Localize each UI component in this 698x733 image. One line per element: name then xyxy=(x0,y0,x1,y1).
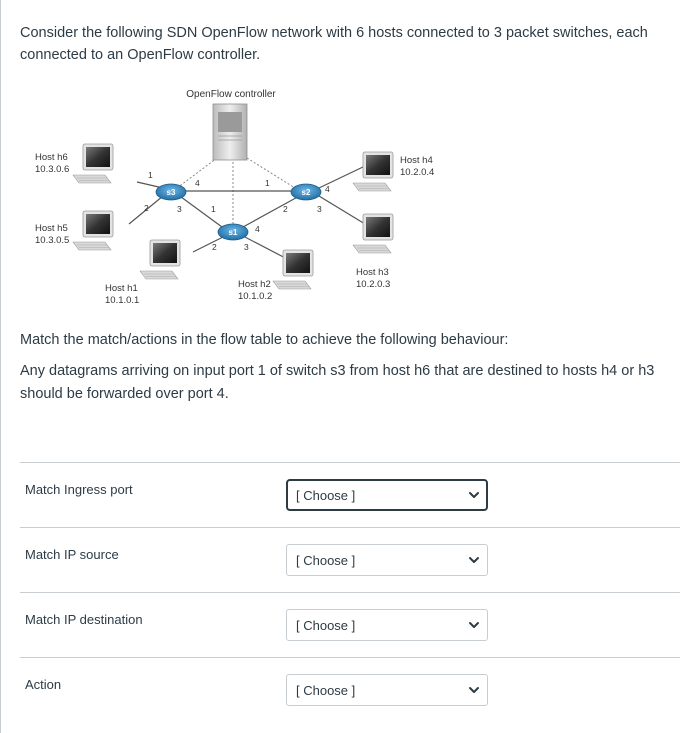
host-h2-ip: 10.1.0.2 xyxy=(238,291,272,302)
s2-port-1: 1 xyxy=(265,178,270,188)
ip-source-select[interactable]: [ Choose ] xyxy=(286,544,488,576)
host-h3-ip: 10.2.0.3 xyxy=(356,279,390,290)
s1-port-3: 3 xyxy=(244,242,249,252)
match-row-ip-source: Match IP source [ Choose ] xyxy=(20,527,680,592)
left-border xyxy=(0,0,1,733)
port-numbers: 1 2 3 4 1 2 3 4 1 2 3 4 xyxy=(144,170,330,252)
host-h1-computer-icon xyxy=(139,239,181,280)
chevron-down-icon xyxy=(469,557,479,563)
s1-port-1: 1 xyxy=(211,204,216,214)
s2-port-4: 4 xyxy=(325,184,330,194)
match-row-action: Action [ Choose ] xyxy=(20,657,680,722)
host-h5-computer-icon xyxy=(72,210,114,251)
ip-destination-select[interactable]: [ Choose ] xyxy=(286,609,488,641)
host-h1-ip: 10.1.0.1 xyxy=(105,295,139,306)
match-label: Action xyxy=(25,677,62,692)
switch-s3: s3 xyxy=(155,183,187,201)
host-h6-name: Host h6 xyxy=(35,152,68,163)
controller-links xyxy=(176,157,296,227)
match-label: Match IP destination xyxy=(25,612,143,627)
host-h6-ip: 10.3.0.6 xyxy=(35,164,69,175)
question-text: Consider the following SDN OpenFlow netw… xyxy=(20,25,648,63)
match-table: Match Ingress port [ Choose ] Match IP s… xyxy=(20,462,680,722)
select-value: [ Choose ] xyxy=(296,683,356,698)
s2-port-2: 2 xyxy=(283,204,288,214)
host-h2-computer-icon xyxy=(272,249,314,290)
switch-s1-label: s1 xyxy=(229,228,238,237)
behaviour-description: Any datagrams arriving on input port 1 o… xyxy=(20,363,655,402)
host-h3-name: Host h3 xyxy=(356,267,389,278)
match-label: Match Ingress port xyxy=(25,482,133,497)
switch-s2-label: s2 xyxy=(302,188,311,197)
s1-port-4: 4 xyxy=(255,224,260,234)
switch-s3-label: s3 xyxy=(167,188,176,197)
host-h6-computer-icon xyxy=(72,143,114,184)
match-row-ip-destination: Match IP destination [ Choose ] xyxy=(20,592,680,657)
action-select[interactable]: [ Choose ] xyxy=(286,674,488,706)
s3-port-2: 2 xyxy=(144,203,149,213)
switch-s2: s2 xyxy=(290,183,322,201)
s2-port-3: 3 xyxy=(317,204,322,214)
host-h4-name: Host h4 xyxy=(400,155,433,166)
chevron-down-icon xyxy=(469,622,479,628)
s3-port-1: 1 xyxy=(148,170,153,180)
chevron-down-icon xyxy=(469,492,479,498)
s3-port-3: 3 xyxy=(177,204,182,214)
host-h5-ip: 10.3.0.5 xyxy=(35,235,69,246)
host-h1-name: Host h1 xyxy=(105,283,138,294)
s1-port-2: 2 xyxy=(212,242,217,252)
match-instructions: Match the match/actions in the flow tabl… xyxy=(20,332,509,348)
host-h4-computer-icon xyxy=(352,151,394,192)
ingress-port-select[interactable]: [ Choose ] xyxy=(286,479,488,511)
chevron-down-icon xyxy=(469,687,479,693)
host-h2-name: Host h2 xyxy=(238,279,271,290)
match-label: Match IP source xyxy=(25,547,119,562)
select-value: [ Choose ] xyxy=(296,488,356,503)
s3-port-4: 4 xyxy=(195,178,200,188)
host-h5-name: Host h5 xyxy=(35,223,68,234)
match-row-ingress-port: Match Ingress port [ Choose ] xyxy=(20,462,680,527)
server-icon xyxy=(212,103,248,161)
switch-s1: s1 xyxy=(217,223,249,241)
select-value: [ Choose ] xyxy=(296,553,356,568)
controller-label: OpenFlow controller xyxy=(186,89,276,100)
network-diagram: OpenFlow controller s3 s2 s1 1 2 3 4 1 2… xyxy=(25,84,455,314)
host-h4-ip: 10.2.0.4 xyxy=(400,167,434,178)
select-value: [ Choose ] xyxy=(296,618,356,633)
